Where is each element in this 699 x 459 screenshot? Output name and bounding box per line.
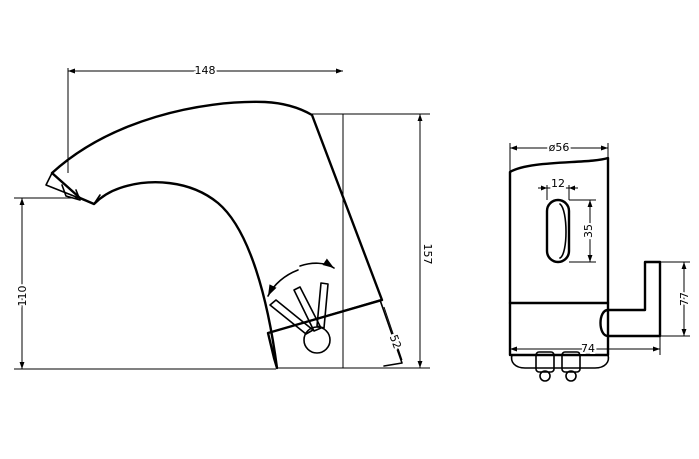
dim-label-74: 74 — [581, 342, 595, 355]
dim-label-56: ø56 — [549, 141, 570, 154]
dim-label-157: 157 — [421, 244, 434, 265]
dim-label-110: 110 — [16, 286, 29, 307]
side-view: 148 157 110 52 — [14, 62, 436, 370]
outlet-pipe — [599, 260, 662, 338]
dim-label-148: 148 — [195, 64, 216, 77]
sensor-slot — [545, 198, 571, 264]
front-connectors — [535, 351, 581, 382]
front-view: ø56 12 35 74 77 — [508, 139, 693, 382]
dim-line-52 — [383, 306, 403, 361]
dim-label-52: 52 — [387, 333, 404, 351]
dim-label-35: 35 — [582, 224, 595, 238]
dim-label-12: 12 — [551, 177, 565, 190]
lever-handle — [269, 282, 331, 354]
lever-pivot — [303, 326, 331, 354]
base-wedge — [267, 299, 403, 367]
rotation-arrow-right — [299, 258, 335, 269]
rotation-arrow-left — [267, 269, 299, 297]
front-base — [510, 354, 610, 369]
faucet-body-outline — [50, 100, 384, 370]
front-lower-body — [508, 301, 610, 357]
spout-nozzle — [45, 172, 101, 205]
dim-label-77: 77 — [678, 292, 691, 306]
front-body-outline — [508, 156, 610, 305]
